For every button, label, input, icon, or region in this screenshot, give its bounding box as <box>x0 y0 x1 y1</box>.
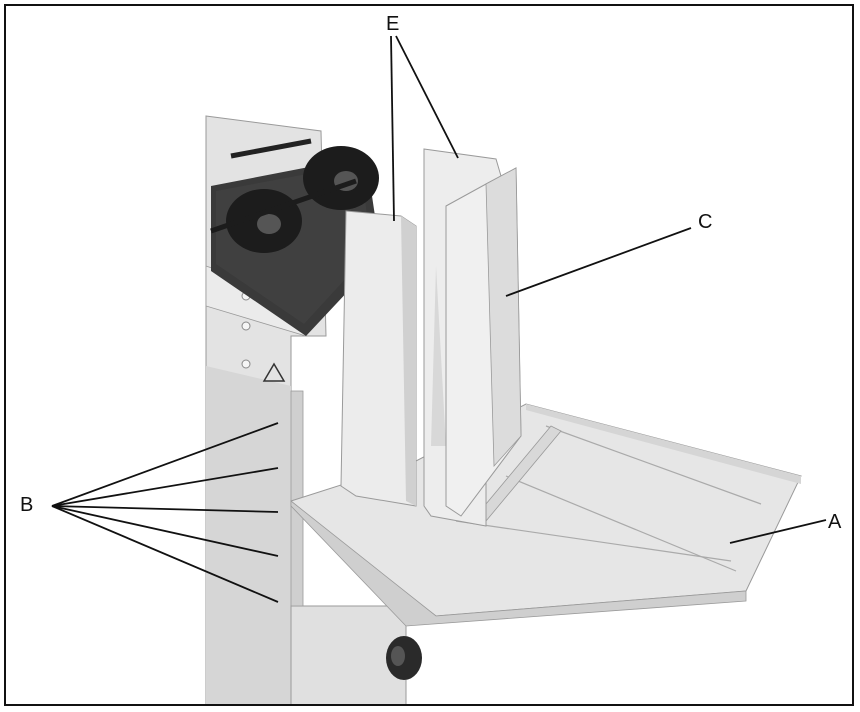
tray-base-shelf <box>290 403 802 627</box>
label-b: B <box>20 494 33 516</box>
label-a: A <box>828 511 842 533</box>
label-c: C <box>698 211 712 233</box>
leader-line-e-right <box>395 35 459 159</box>
leader-lines <box>51 35 827 603</box>
warning-icon <box>262 362 286 382</box>
leader-line-a <box>729 519 827 544</box>
roller-wheels <box>210 146 379 253</box>
leader-line-b-1 <box>51 422 279 507</box>
label-e: E <box>386 13 399 35</box>
leader-line-b-4 <box>51 505 279 557</box>
leader-line-c <box>505 227 692 297</box>
leader-line-e-left <box>390 35 395 222</box>
leader-line-b-3 <box>51 505 279 513</box>
back-stop <box>445 167 522 517</box>
adjustment-knob-icon <box>386 636 422 680</box>
diagram-frame: E C A B <box>4 4 854 706</box>
leader-line-b-5 <box>51 505 279 603</box>
leader-line-b-2 <box>51 467 279 507</box>
delivery-tray-illustration: E C A B <box>20 13 842 704</box>
